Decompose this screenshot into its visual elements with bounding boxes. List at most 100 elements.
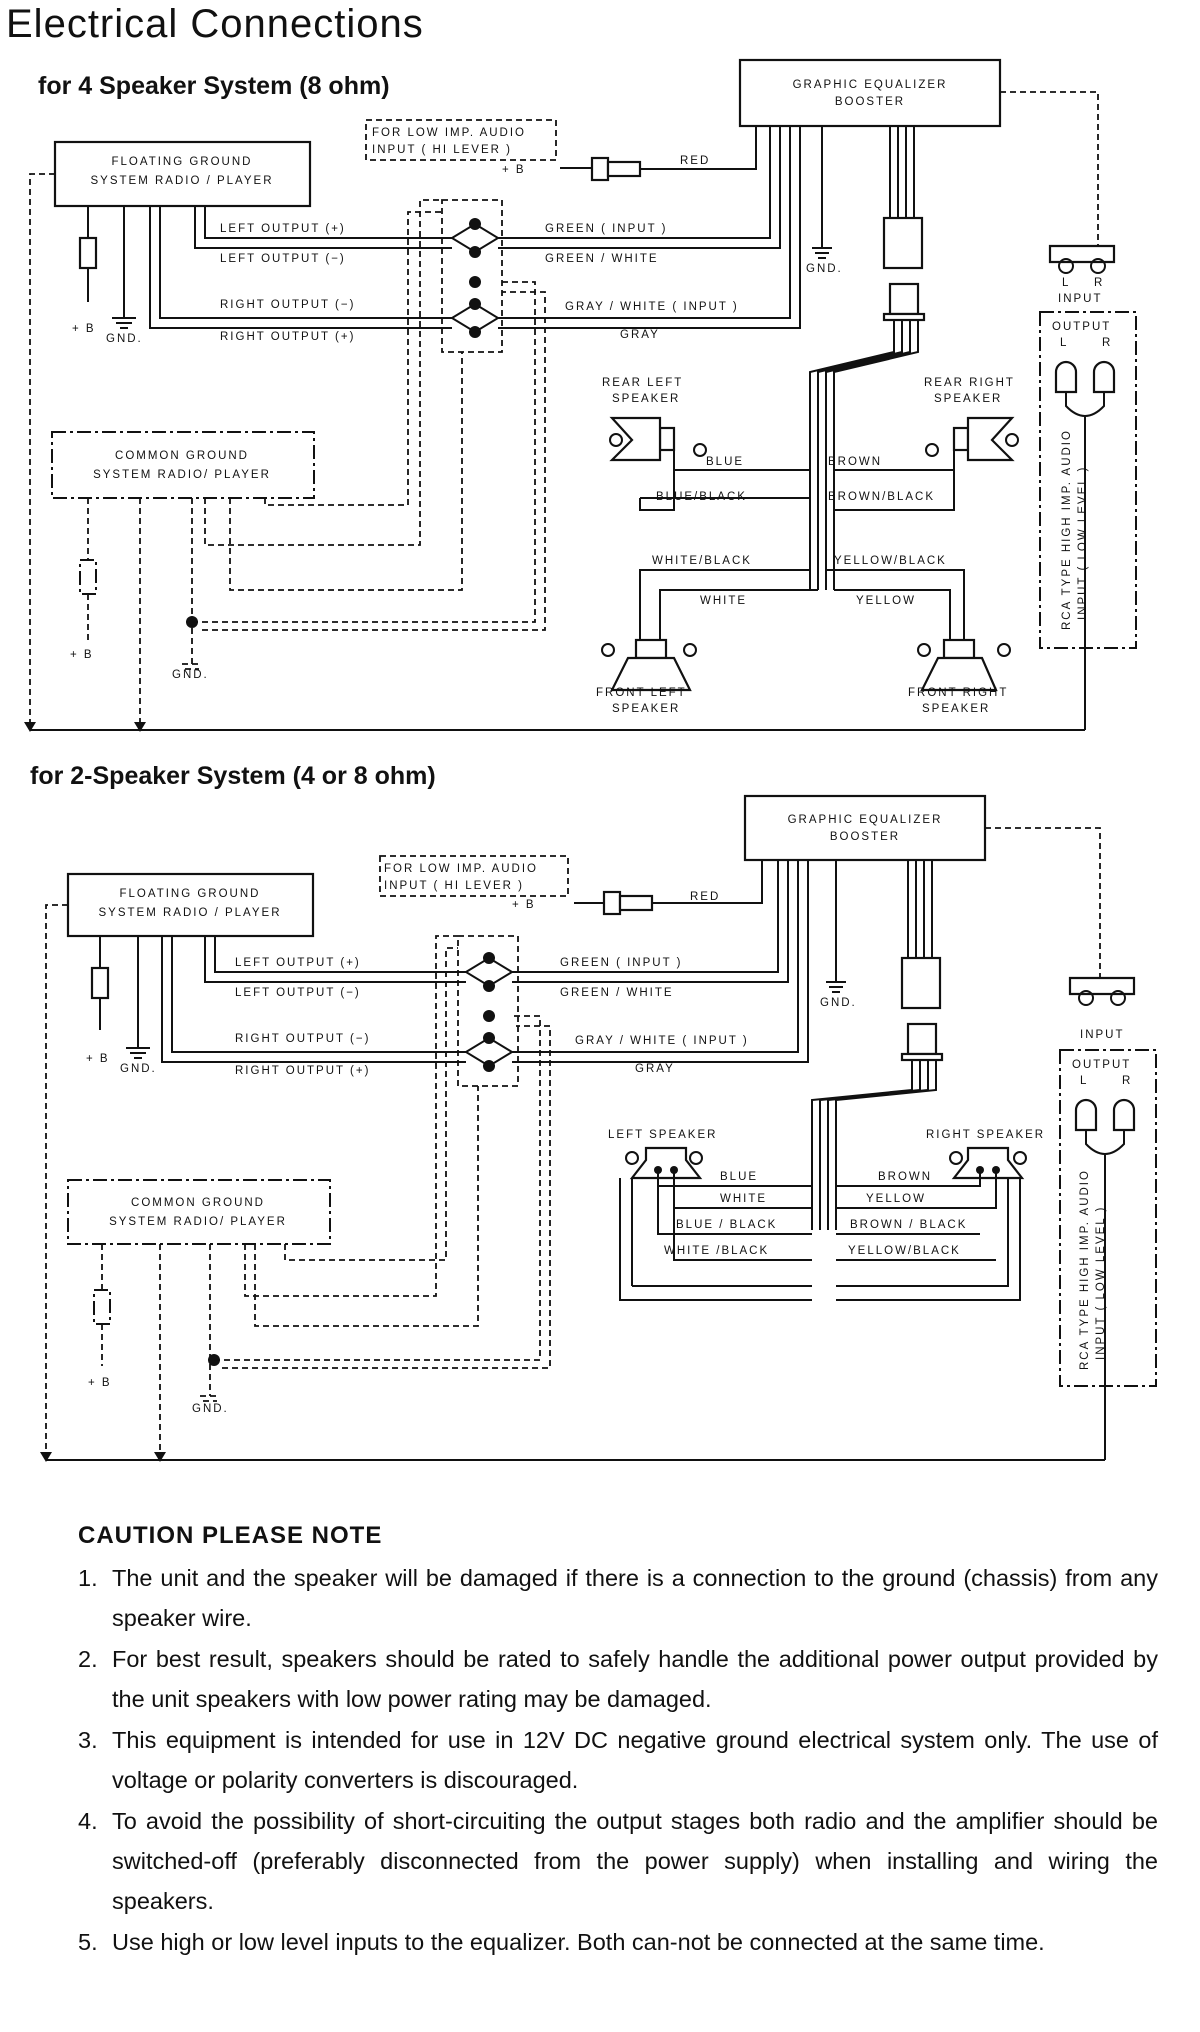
section-title-4-speaker: for 4 Speaker System (8 ohm) xyxy=(38,72,390,100)
svg-text:GND.: GND. xyxy=(172,669,209,681)
svg-text:RIGHT OUTPUT (+): RIGHT OUTPUT (+) xyxy=(235,1065,370,1077)
rca-input-jack: L R INPUT xyxy=(1048,244,1116,305)
caution-item: 1.The unit and the speaker will be damag… xyxy=(78,1565,1158,1631)
svg-text:BROWN: BROWN xyxy=(878,1171,932,1183)
rca-output-box: OUTPUT L R RCA TYPE HIGH IMP. AUDIO INPU… xyxy=(1039,311,1137,730)
wire-junction-2 xyxy=(457,935,519,1087)
svg-text:INPUT: INPUT xyxy=(1080,1029,1125,1041)
equalizer-booster-box: GRAPHIC EQUALIZER BOOSTER xyxy=(743,794,987,862)
svg-text:RIGHT OUTPUT (+): RIGHT OUTPUT (+) xyxy=(220,331,355,343)
page-title: Electrical Connections xyxy=(6,2,424,46)
svg-text:GRAY: GRAY xyxy=(620,329,660,341)
svg-text:INPUT ( LOW LEVEL ): INPUT ( LOW LEVEL ) xyxy=(1077,466,1089,620)
rear-right-speaker: REAR RIGHT SPEAKER xyxy=(924,377,1019,462)
plus-b-label: + B xyxy=(502,164,526,176)
svg-text:GND.: GND. xyxy=(820,997,857,1009)
common-ground-radio-box: COMMON GROUND SYSTEM RADIO/ PLAYER xyxy=(67,1179,331,1245)
caution-item: 4.To avoid the possibility of short-circ… xyxy=(78,1808,1158,1914)
svg-text:BLUE/BLACK: BLUE/BLACK xyxy=(656,491,747,503)
svg-text:GREEN ( INPUT ): GREEN ( INPUT ) xyxy=(545,223,667,235)
svg-text:YELLOW/BLACK: YELLOW/BLACK xyxy=(834,555,947,567)
svg-text:FOR LOW IMP. AUDIO: FOR LOW IMP. AUDIO xyxy=(372,127,526,139)
svg-text:LEFT OUTPUT (+): LEFT OUTPUT (+) xyxy=(235,957,361,969)
floating-ground-radio-box: FLOATING GROUND SYSTEM RADIO / PLAYER xyxy=(53,140,312,208)
svg-text:R: R xyxy=(1102,337,1112,349)
right-speaker: RIGHT SPEAKER xyxy=(926,1129,1043,1180)
front-left-speaker: FRONT LEFT SPEAKER xyxy=(596,638,697,715)
svg-text:BROWN/BLACK: BROWN/BLACK xyxy=(828,491,935,503)
svg-text:FLOATING GROUND: FLOATING GROUND xyxy=(120,888,261,900)
svg-text:GND.: GND. xyxy=(192,1403,229,1415)
svg-text:RCA TYPE HIGH IMP. AUDIO: RCA TYPE HIGH IMP. AUDIO xyxy=(1079,1169,1091,1370)
svg-text:COMMON GROUND: COMMON GROUND xyxy=(131,1197,265,1209)
svg-text:GND.: GND. xyxy=(106,333,143,345)
svg-text:BOOSTER: BOOSTER xyxy=(830,831,900,843)
svg-text:WHITE/BLACK: WHITE/BLACK xyxy=(652,555,752,567)
fuse-holder xyxy=(574,860,763,916)
wire-junction-1 xyxy=(441,199,503,353)
svg-text:RCA TYPE HIGH IMP. AUDIO: RCA TYPE HIGH IMP. AUDIO xyxy=(1061,429,1073,630)
svg-text:BOOSTER: BOOSTER xyxy=(835,96,905,108)
wiring-diagram-4-speaker: GRAPHIC EQUALIZER BOOSTER FLOATING GROUN… xyxy=(24,58,1137,732)
caution-heading: CAUTION PLEASE NOTE xyxy=(78,1522,383,1549)
svg-text:OUTPUT: OUTPUT xyxy=(1072,1059,1131,1071)
low-imp-audio-label: FOR LOW IMP. AUDIO INPUT ( HI LEVER ) xyxy=(379,855,569,897)
equalizer-booster-box: GRAPHIC EQUALIZER BOOSTER xyxy=(738,58,1002,128)
svg-text:YELLOW: YELLOW xyxy=(856,595,916,607)
svg-text:OUTPUT: OUTPUT xyxy=(1052,321,1111,333)
svg-text:INPUT: INPUT xyxy=(1058,293,1103,305)
svg-text:SYSTEM RADIO / PLAYER: SYSTEM RADIO / PLAYER xyxy=(98,907,281,919)
svg-text:LEFT OUTPUT (−): LEFT OUTPUT (−) xyxy=(235,987,361,999)
svg-text:FLOATING GROUND: FLOATING GROUND xyxy=(112,156,253,168)
rca-input-jack: INPUT xyxy=(1068,976,1136,1041)
plus-b-label: + B xyxy=(512,899,536,911)
svg-text:SPEAKER: SPEAKER xyxy=(612,703,680,715)
svg-text:LEFT OUTPUT (+): LEFT OUTPUT (+) xyxy=(220,223,346,235)
svg-text:RIGHT OUTPUT (−): RIGHT OUTPUT (−) xyxy=(220,299,355,311)
caution-item: 5.Use high or low level inputs to the eq… xyxy=(78,1929,1045,1955)
svg-text:SYSTEM RADIO/ PLAYER: SYSTEM RADIO/ PLAYER xyxy=(93,469,271,481)
svg-text:GRAY / WHITE ( INPUT ): GRAY / WHITE ( INPUT ) xyxy=(565,301,739,313)
svg-text:GREEN / WHITE: GREEN / WHITE xyxy=(560,987,674,999)
svg-text:GREEN ( INPUT ): GREEN ( INPUT ) xyxy=(560,957,682,969)
svg-text:FOR LOW IMP. AUDIO: FOR LOW IMP. AUDIO xyxy=(384,863,538,875)
rca-output-box: OUTPUT L R RCA TYPE HIGH IMP. AUDIO INPU… xyxy=(1059,1049,1157,1460)
svg-text:INPUT ( HI LEVER ): INPUT ( HI LEVER ) xyxy=(384,880,524,892)
section-title-2-speaker: for 2-Speaker System (4 or 8 ohm) xyxy=(30,762,436,790)
svg-text:BLUE: BLUE xyxy=(706,456,744,468)
svg-text:LEFT OUTPUT (−): LEFT OUTPUT (−) xyxy=(220,253,346,265)
svg-text:SPEAKER: SPEAKER xyxy=(934,393,1002,405)
svg-text:GRAPHIC EQUALIZER: GRAPHIC EQUALIZER xyxy=(793,79,948,91)
wiring-diagram-2-speaker: GRAPHIC EQUALIZER BOOSTER FLOATING GROUN… xyxy=(40,794,1157,1462)
svg-text:SYSTEM RADIO/ PLAYER: SYSTEM RADIO/ PLAYER xyxy=(109,1216,287,1228)
svg-text:WHITE /BLACK: WHITE /BLACK xyxy=(664,1245,769,1257)
svg-text:GND.: GND. xyxy=(120,1063,157,1075)
svg-text:GREEN / WHITE: GREEN / WHITE xyxy=(545,253,659,265)
svg-text:BROWN: BROWN xyxy=(828,456,882,468)
svg-text:YELLOW: YELLOW xyxy=(866,1193,926,1205)
svg-text:RIGHT OUTPUT (−): RIGHT OUTPUT (−) xyxy=(235,1033,370,1045)
svg-text:LEFT SPEAKER: LEFT SPEAKER xyxy=(608,1129,717,1141)
svg-text:FRONT LEFT: FRONT LEFT xyxy=(596,687,687,699)
svg-text:BLUE: BLUE xyxy=(720,1171,758,1183)
svg-text:+ B: + B xyxy=(72,323,96,335)
fuse-holder xyxy=(560,126,757,182)
svg-text:GRAY: GRAY xyxy=(635,1063,675,1075)
svg-text:BLUE / BLACK: BLUE / BLACK xyxy=(676,1219,777,1231)
svg-text:YELLOW/BLACK: YELLOW/BLACK xyxy=(848,1245,961,1257)
floating-ground-radio-box: FLOATING GROUND SYSTEM RADIO / PLAYER xyxy=(66,872,315,938)
svg-text:R: R xyxy=(1094,277,1104,289)
red-wire-label: RED xyxy=(680,155,710,167)
svg-text:SPEAKER: SPEAKER xyxy=(612,393,680,405)
svg-text:+ B: + B xyxy=(86,1053,110,1065)
svg-text:L: L xyxy=(1060,337,1068,349)
svg-text:RED: RED xyxy=(690,891,720,903)
svg-text:INPUT ( LOW LEVEL ): INPUT ( LOW LEVEL ) xyxy=(1095,1206,1107,1360)
svg-text:REAR RIGHT: REAR RIGHT xyxy=(924,377,1015,389)
low-imp-audio-label: FOR LOW IMP. AUDIO INPUT ( HI LEVER ) xyxy=(365,119,557,161)
left-speaker: LEFT SPEAKER xyxy=(608,1129,717,1180)
svg-text:SPEAKER: SPEAKER xyxy=(922,703,990,715)
caution-item: 2.For best result, speakers should be ra… xyxy=(78,1646,1158,1712)
svg-text:+ B: + B xyxy=(88,1377,112,1389)
svg-text:REAR LEFT: REAR LEFT xyxy=(602,377,683,389)
